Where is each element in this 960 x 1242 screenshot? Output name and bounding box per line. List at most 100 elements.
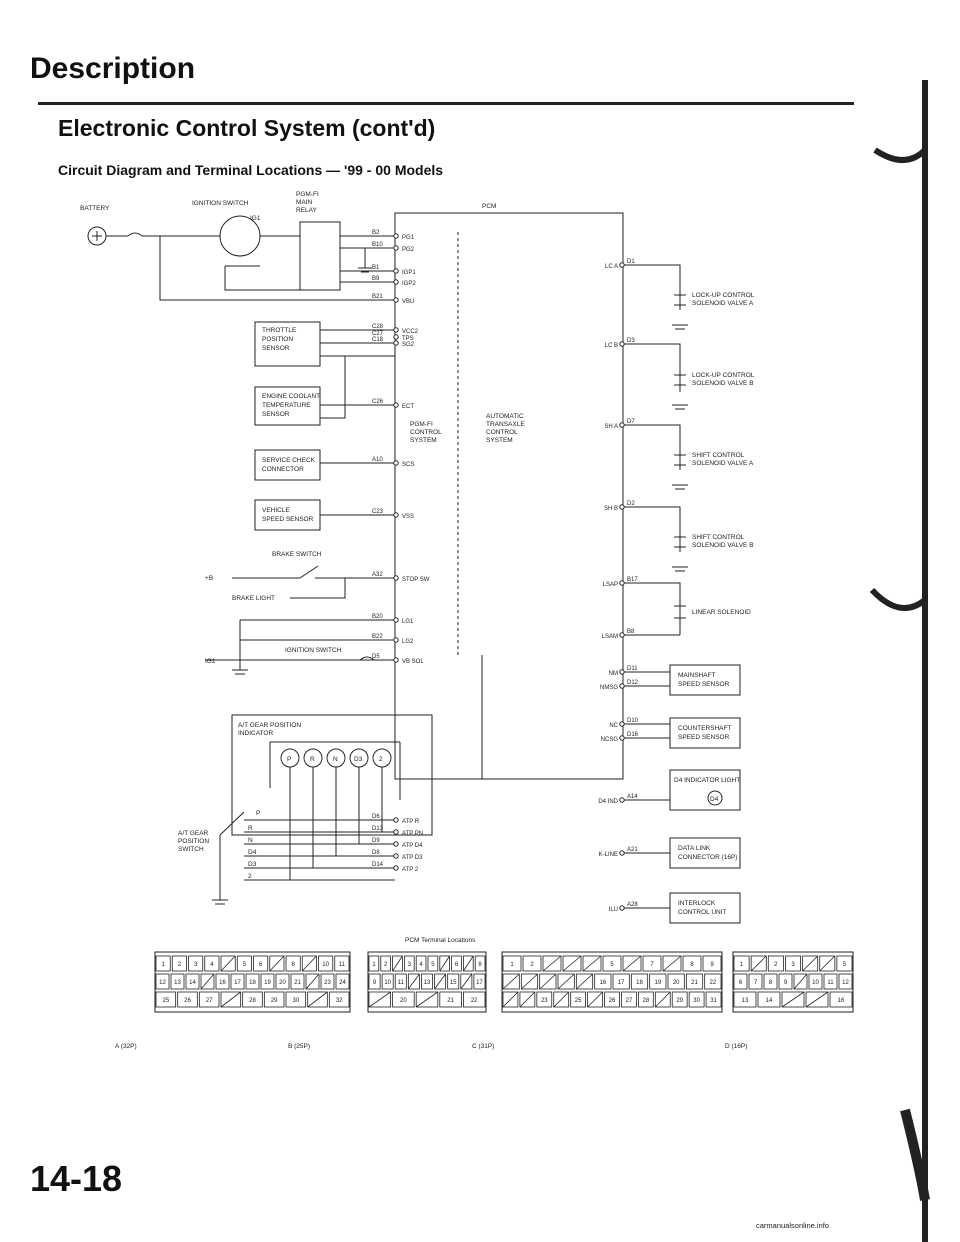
- left-terminal-signal: PG1: [402, 235, 415, 241]
- connector-cell: [557, 973, 575, 990]
- title-rule: [38, 102, 854, 105]
- lockup-b-line-2: SOLENOID VALVE B: [692, 380, 754, 387]
- connector-cell: [427, 955, 439, 972]
- connector-cell: [704, 973, 722, 990]
- left-terminal-signal: VCC2: [402, 329, 419, 335]
- connector-pin-number: 11: [339, 962, 346, 968]
- left-terminal-pin: C28: [372, 324, 384, 330]
- connector-a-name: A (32P): [115, 1043, 137, 1050]
- terminal-node: [393, 829, 399, 835]
- connector-cell: [403, 955, 415, 972]
- at-control-line-1: AUTOMATIC: [486, 413, 524, 420]
- connector-cell: [502, 991, 519, 1008]
- connector-pin-number: 6: [739, 980, 743, 986]
- left-terminal-signal: VBU: [402, 299, 414, 305]
- section-subtitle: Electronic Control System (cont'd): [58, 115, 436, 141]
- left-terminal-signal: TPS: [402, 336, 414, 342]
- ig1-mid-label: IG1: [205, 658, 216, 665]
- terminal-node: [393, 865, 399, 871]
- service-check-line-2: CONNECTOR: [262, 466, 304, 473]
- connector-cell: [682, 955, 702, 972]
- countershaft-line-1: COUNTERSHAFT: [678, 725, 731, 732]
- connector-pin-number: 1: [372, 962, 376, 968]
- connector-cell: [757, 991, 781, 1008]
- shift-b-line-1: SHIFT CONTROL: [692, 534, 745, 541]
- at-control-line-2: TRANSAXLE: [486, 421, 525, 428]
- page-title: Description: [30, 52, 196, 85]
- connector-pin-number: 7: [754, 980, 758, 986]
- connector-pin-number: 18: [636, 980, 643, 986]
- vss-box: [254, 499, 321, 531]
- at-control-line-3: CONTROL: [486, 429, 518, 436]
- connector-pin-number: 16: [219, 980, 226, 986]
- terminal-node: [393, 460, 399, 466]
- left-terminal-pin: C23: [372, 509, 384, 515]
- connector-cell: [630, 973, 649, 990]
- connector-empty-slash: [662, 955, 682, 972]
- connector-cell: [462, 991, 486, 1008]
- connector-pin-number: 12: [842, 980, 849, 986]
- dlc-line-1: DATA LINK: [678, 845, 711, 852]
- right-terminal-pin: D2: [627, 501, 635, 507]
- connector-cell: [702, 955, 722, 972]
- lockup-b-line-1: LOCK-UP CONTROL: [692, 372, 755, 379]
- connector-pin-number: 9: [784, 980, 788, 986]
- interlock-line-2: CONTROL UNIT: [678, 909, 727, 916]
- service-check-line-1: SERVICE CHECK: [262, 457, 316, 464]
- connector-cell: [621, 991, 637, 1008]
- connector-cell: [285, 991, 307, 1008]
- right-terminal-signal: NMSG: [600, 685, 618, 691]
- connector-b-name: B (25P): [288, 1043, 310, 1050]
- connector-pin-number: 1: [161, 962, 165, 968]
- connector-cell: [381, 973, 394, 990]
- vss-line-2: SPEED SENSOR: [262, 516, 314, 523]
- connector-cell: [215, 973, 230, 990]
- connector-pin-number: 30: [693, 998, 700, 1004]
- connector-empty-slash: [539, 973, 557, 990]
- shift-b-line-2: SOLENOID VALVE B: [692, 542, 754, 549]
- connector-empty-slash: [519, 991, 536, 1008]
- vss-line-1: VEHICLE: [262, 507, 290, 514]
- connector-pin-number: 29: [676, 998, 683, 1004]
- connector-pin-number: 5: [431, 962, 435, 968]
- plus-b-label: +B: [205, 575, 213, 582]
- throttle-line-3: SENSOR: [262, 345, 290, 352]
- interlock-line-1: INTERLOCK: [678, 900, 716, 907]
- connector-pin-number: 8: [690, 962, 694, 968]
- connector-cell: [733, 955, 750, 972]
- connector-empty-slash: [750, 955, 767, 972]
- connector-empty-slash: [576, 973, 593, 990]
- connector-pin-number: 22: [709, 980, 716, 986]
- connector-cell: [602, 955, 622, 972]
- connector-cell: [662, 955, 682, 972]
- connector-cell: [236, 955, 252, 972]
- shift-a-line-1: SHIFT CONTROL: [692, 452, 745, 459]
- connector-empty-slash: [439, 955, 450, 972]
- connector-cell: [604, 991, 620, 1008]
- right-terminal-signal: SH A: [604, 424, 618, 430]
- binding-mark-bottom: [900, 1108, 930, 1201]
- connector-empty-slash: [301, 955, 317, 972]
- connector-cell: [434, 973, 447, 990]
- connector-cell: [781, 991, 805, 1008]
- connector-pin-number: 20: [673, 980, 680, 986]
- connector-pin-number: 21: [691, 980, 698, 986]
- connector-cell: [439, 991, 462, 1008]
- pcm-label: PCM: [482, 203, 496, 210]
- left-terminal-pin: D9: [372, 838, 380, 844]
- connector-pin-number: 17: [618, 980, 625, 986]
- gear-switch-line-2: POSITION: [178, 838, 209, 845]
- connector-pin-number: 9: [373, 980, 377, 986]
- right-terminal-pin: D16: [627, 732, 639, 738]
- pgmfi-control-line-3: SYSTEM: [410, 437, 437, 444]
- connector-pin-number: 26: [184, 998, 191, 1004]
- left-terminal-signal: IGP2: [402, 281, 416, 287]
- connector-pin-number: 18: [249, 980, 256, 986]
- connector-d-outline: [732, 951, 854, 1013]
- right-terminal-signal: LSAP: [603, 582, 618, 588]
- right-terminal-signal: ILU: [609, 907, 618, 913]
- connector-pin-number: 4: [210, 962, 214, 968]
- pgmfi-control-line-2: CONTROL: [410, 429, 442, 436]
- switch-position-r: R: [248, 825, 253, 832]
